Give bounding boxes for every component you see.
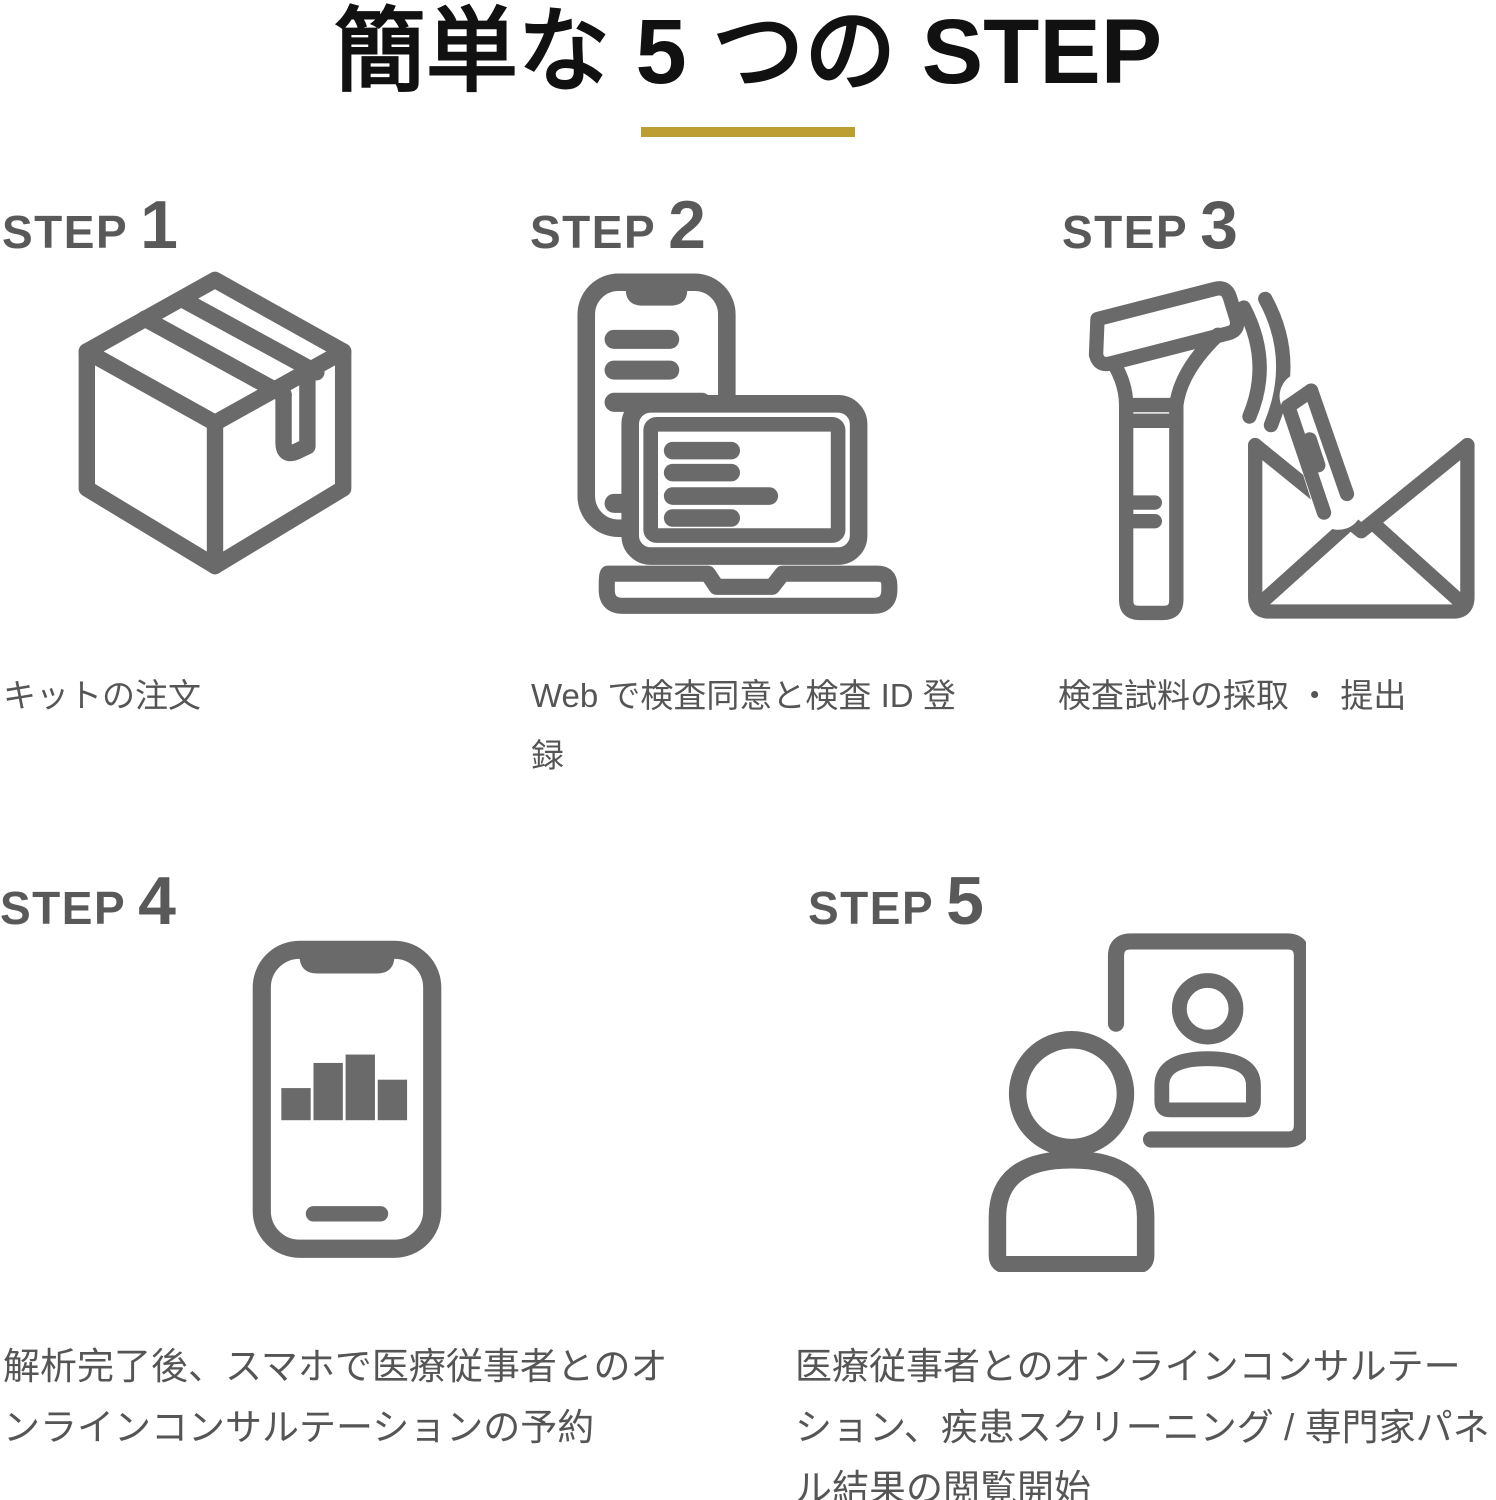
step-1-caption: キットの注文 [3, 677, 201, 714]
step-number: 5 [946, 863, 984, 939]
sample-collection-envelope-icon [1086, 276, 1476, 626]
title-divider [641, 127, 855, 137]
step-3: STEP 3 [1062, 186, 1238, 264]
step-4: STEP 4 [0, 862, 176, 940]
step-1-header: STEP 1 [2, 186, 178, 264]
step-number: 4 [138, 863, 176, 939]
step-2-header: STEP 2 [530, 186, 706, 264]
phone-laptop-icon [576, 272, 904, 618]
step-4-header: STEP 4 [0, 862, 176, 940]
step-number: 1 [140, 187, 178, 263]
video-consultation-icon [988, 932, 1306, 1272]
step-5: STEP 5 [808, 862, 984, 940]
step-label: STEP [2, 206, 129, 258]
step-number: 3 [1200, 187, 1238, 263]
step-1: STEP 1 [2, 186, 178, 264]
step-label: STEP [0, 882, 127, 934]
step-label: STEP [530, 206, 657, 258]
phone-chart-icon [252, 940, 442, 1259]
step-label: STEP [808, 882, 935, 934]
step-2: STEP 2 [530, 186, 706, 264]
step-4-caption: 解析完了後、スマホで医療従事者とのオンラインコンサルテーションの予約 [3, 1346, 668, 1448]
box-icon [60, 262, 370, 590]
step-3-header: STEP 3 [1062, 186, 1238, 264]
step-3-caption: 検査試料の採取 ・ 提出 [1058, 677, 1407, 714]
step-5-caption: 医療従事者とのオンラインコンサルテーション、疾患スクリーニング / 専門家パネル… [795, 1346, 1490, 1500]
step-2-caption: Web で検査同意と検査 ID 登録 [531, 677, 956, 774]
step-5-header: STEP 5 [808, 862, 984, 940]
step-number: 2 [668, 187, 706, 263]
step-label: STEP [1062, 206, 1189, 258]
page-title: 簡単な 5 つの STEP [333, 1, 1163, 103]
